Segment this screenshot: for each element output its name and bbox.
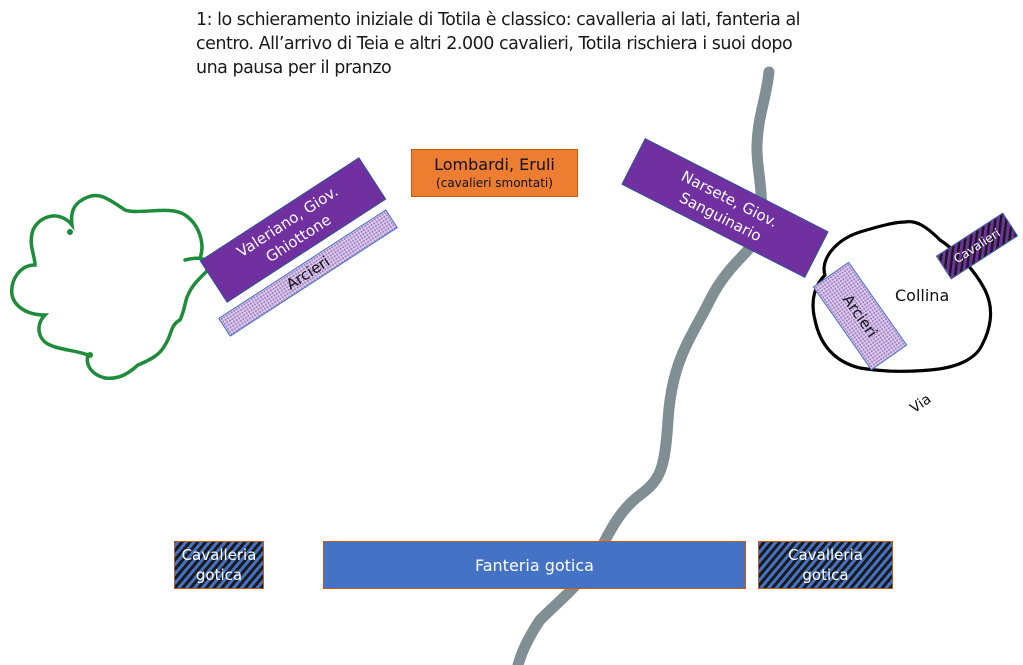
caption-line: 1: lo schieramento iniziale di Totila è … [196, 10, 801, 30]
unit-line: gotica [195, 566, 243, 584]
unit-label: Arcieri [838, 291, 882, 341]
caption-line: centro. All’arrivo di Teia e altri 2.000… [196, 34, 793, 54]
unit-cavalleria-gotica-left: Cavalleria gotica [174, 541, 264, 589]
unit-label: Fanteria gotica [475, 555, 594, 575]
unit-lombardi-eruli: Lombardi, Eruli (cavalieri smontati) [411, 149, 578, 197]
forest-outline [10, 193, 211, 381]
unit-line: gotica [802, 566, 849, 584]
unit-subtitle: (cavalieri smontati) [436, 176, 553, 190]
unit-line: Cavalleria [788, 546, 863, 564]
road-path [512, 66, 775, 665]
unit-cavalleria-gotica-right: Cavalleria gotica [758, 541, 893, 589]
description-caption: 1: lo schieramento iniziale di Totila è … [196, 8, 896, 80]
hill-label: Collina [895, 286, 950, 305]
unit-line: Cavalleria [181, 546, 257, 564]
unit-fanteria-gotica: Fanteria gotica [323, 541, 746, 589]
forest-knot [67, 229, 73, 235]
caption-line: una pausa per il pranzo [196, 58, 392, 78]
forest-knot [87, 352, 93, 358]
unit-title: Lombardi, Eruli [434, 155, 555, 174]
